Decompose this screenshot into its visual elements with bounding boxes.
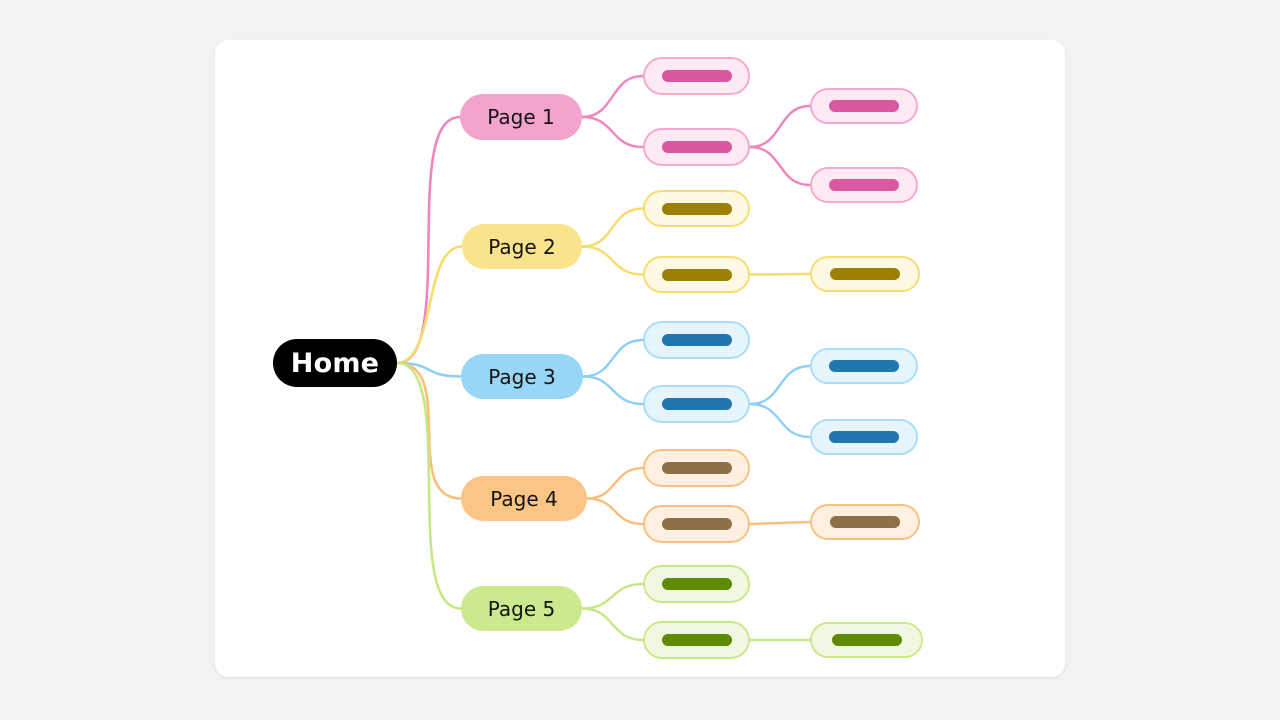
placeholder-bar	[830, 516, 900, 528]
edge-page-5-to-page-5-child-1	[580, 582, 645, 610]
node-page-5[interactable]: Page 5	[461, 586, 582, 631]
placeholder-bar	[829, 431, 899, 443]
placeholder-bar	[661, 334, 732, 346]
placeholder-bar	[830, 268, 900, 280]
edge-page-1-child-2-to-page-1-gc-1	[748, 104, 812, 149]
placeholder-bar	[661, 634, 732, 646]
node-page-4-gc-1[interactable]	[810, 504, 920, 540]
placeholder-bar	[661, 518, 732, 530]
placeholder-bar	[661, 141, 732, 153]
edge-page-4-child-2-to-page-4-gc-1	[748, 520, 812, 526]
edge-page-1-to-page-1-child-2	[580, 115, 645, 149]
edge-root-to-page-2	[395, 245, 464, 365]
edge-root-to-page-4	[395, 361, 463, 500]
node-page-1-child-1[interactable]	[643, 57, 750, 95]
node-page-1[interactable]: Page 1	[460, 94, 582, 140]
edge-page-2-child-2-to-page-2-gc-1	[748, 272, 812, 276]
edge-page-3-to-page-3-child-2	[581, 375, 645, 406]
node-page-1-child-2[interactable]	[643, 128, 750, 166]
node-page-5-child-2[interactable]	[643, 621, 750, 659]
edge-page-5-to-page-5-child-2	[580, 607, 645, 642]
edge-page-3-to-page-3-child-1	[581, 338, 645, 378]
placeholder-bar	[829, 360, 899, 372]
node-page-4[interactable]: Page 4	[461, 476, 587, 521]
node-page-3-gc-1[interactable]	[810, 348, 918, 384]
placeholder-bar	[661, 70, 732, 82]
node-page-2-gc-1[interactable]	[810, 256, 920, 292]
node-page-1-gc-1[interactable]	[810, 88, 918, 124]
edge-page-3-child-2-to-page-3-gc-2	[748, 402, 812, 439]
node-page-2-child-1[interactable]	[643, 190, 750, 227]
node-page-2[interactable]: Page 2	[462, 224, 582, 269]
node-page-1-gc-2[interactable]	[810, 167, 918, 203]
node-page-5-child-1[interactable]	[643, 565, 750, 603]
edge-page-2-to-page-2-child-2	[580, 245, 645, 276]
node-page-4-child-1[interactable]	[643, 449, 750, 487]
root-node-home[interactable]: Home	[273, 339, 397, 387]
edge-page-4-to-page-4-child-1	[585, 466, 645, 500]
node-page-3[interactable]: Page 3	[461, 354, 583, 399]
placeholder-bar	[661, 462, 732, 474]
edge-root-to-page-1	[395, 115, 462, 365]
node-page-2-child-2[interactable]	[643, 256, 750, 293]
node-page-3-child-2[interactable]	[643, 385, 750, 423]
placeholder-bar	[661, 202, 732, 215]
placeholder-bar	[661, 578, 732, 590]
node-page-5-gc-1[interactable]	[810, 622, 923, 658]
edge-page-1-to-page-1-child-1	[580, 74, 645, 119]
placeholder-bar	[831, 634, 902, 646]
placeholder-bar	[661, 398, 732, 410]
edge-page-1-child-2-to-page-1-gc-2	[748, 145, 812, 187]
edge-root-to-page-5	[395, 361, 463, 610]
edge-page-4-to-page-4-child-2	[585, 497, 645, 526]
node-page-4-child-2[interactable]	[643, 505, 750, 543]
node-page-3-gc-2[interactable]	[810, 419, 918, 455]
placeholder-bar	[829, 100, 899, 112]
node-page-3-child-1[interactable]	[643, 321, 750, 359]
edge-page-2-to-page-2-child-1	[580, 207, 645, 248]
placeholder-bar	[661, 268, 732, 281]
placeholder-bar	[829, 179, 899, 191]
edge-page-3-child-2-to-page-3-gc-1	[748, 364, 812, 406]
